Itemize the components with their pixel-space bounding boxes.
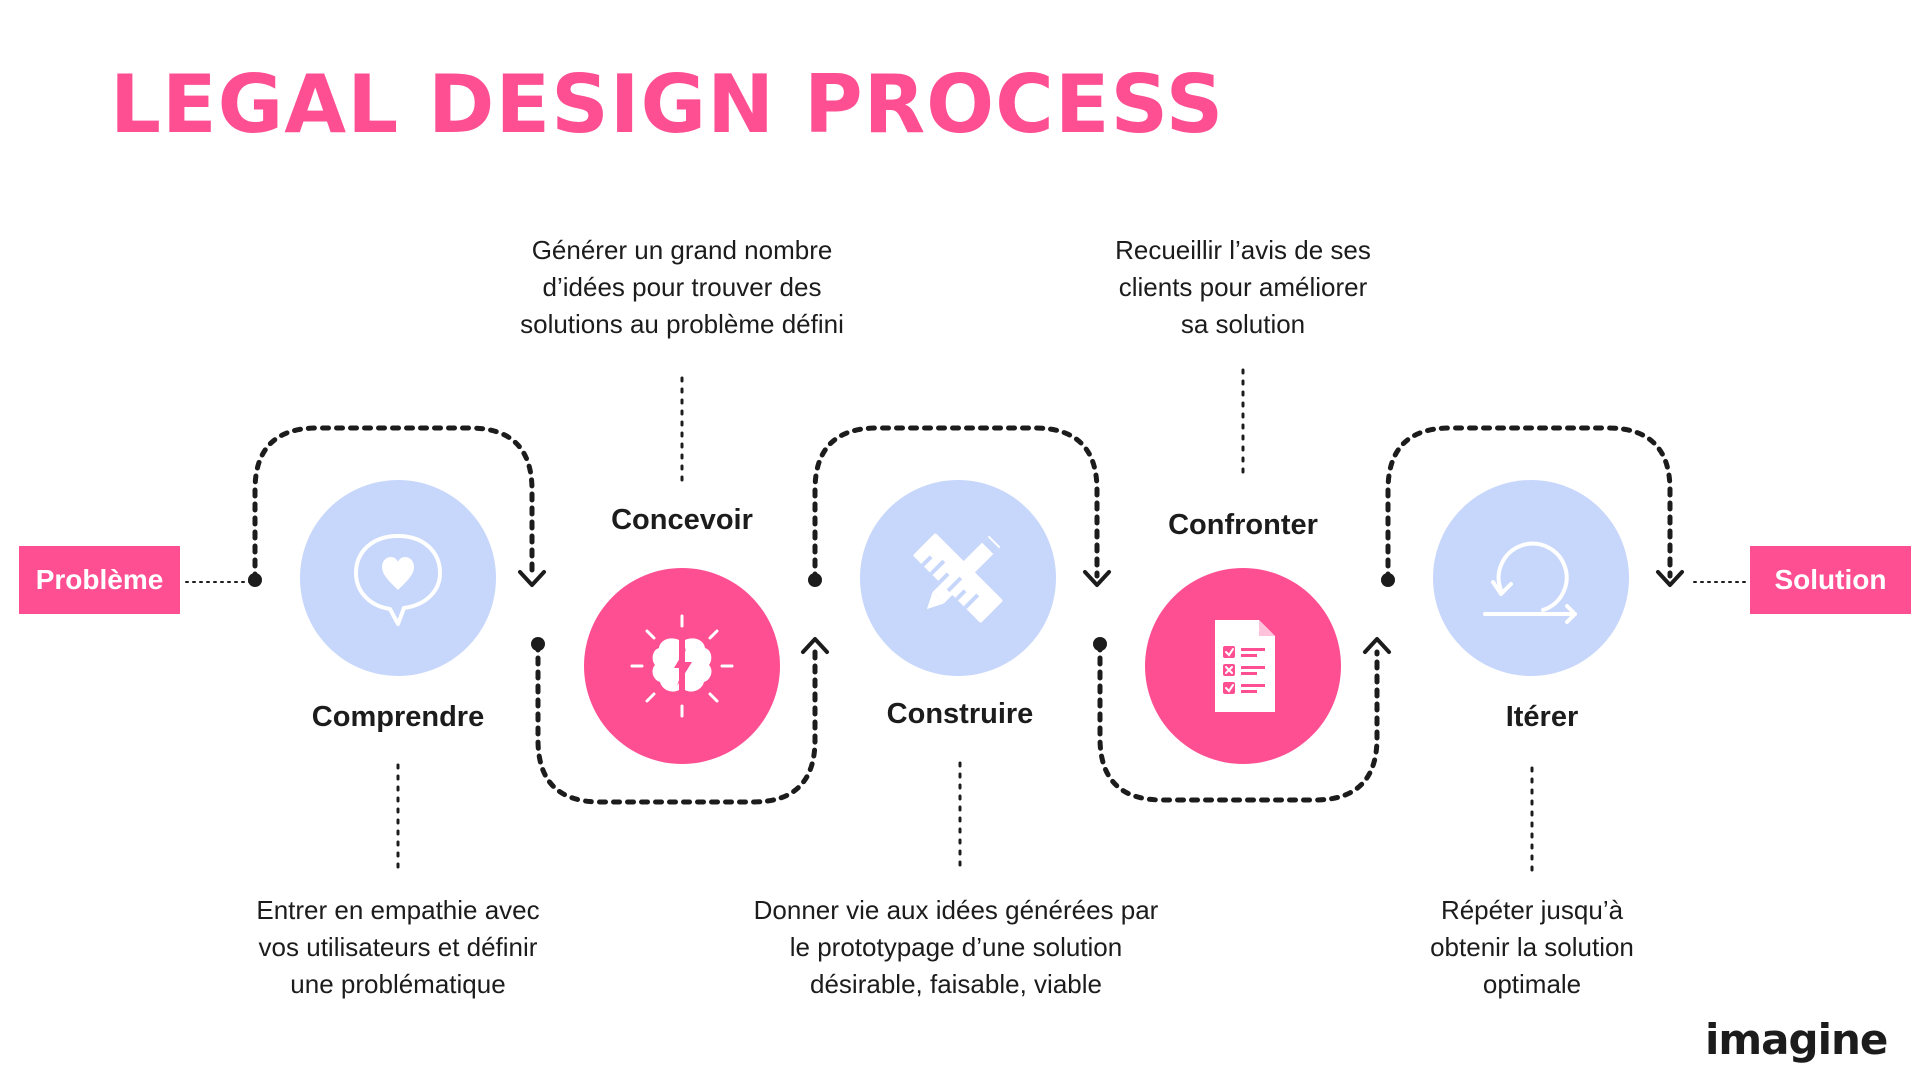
step-description-confronter: Recueillir l’avis de ses clients pour am…: [1115, 235, 1371, 339]
start-dot-4: [1093, 637, 1107, 651]
page-title: LEGAL DESIGN PROCESS: [110, 58, 1225, 151]
step-label-construire: Construire: [886, 698, 1034, 730]
arrow-up-1: [801, 637, 829, 654]
step-description-construire: Donner vie aux idées générées par le pro…: [753, 895, 1159, 999]
arrow-up-2: [1363, 637, 1391, 654]
arc-bottom-1: [535, 641, 818, 805]
step-label-concevoir: Concevoir: [611, 504, 753, 536]
arc-top-2: [812, 425, 1100, 583]
start-dot-3: [808, 573, 822, 587]
step-description-comprendre: Entrer en empathie avec vos utilisateurs…: [256, 895, 540, 999]
arrow-down-3: [1656, 570, 1684, 587]
arrow-down-1: [518, 570, 546, 587]
problem-label: Problème: [19, 546, 180, 614]
arrow-down-2: [1083, 570, 1111, 587]
heart-speech-bubble-icon: [354, 534, 442, 626]
step-label-iterer: Itérer: [1505, 701, 1579, 733]
ruler-pencil-icon: [913, 533, 1003, 623]
start-dot-1: [248, 573, 262, 587]
step-description-iterer: Répéter jusqu’à obtenir la solution opti…: [1430, 895, 1634, 999]
start-dot-2: [531, 637, 545, 651]
step-confronter-circle: [1145, 568, 1341, 764]
brain-lightning-icon: [630, 614, 734, 718]
step-concevoir-circle: [584, 568, 780, 764]
arc-top-1: [252, 425, 535, 583]
step-description-concevoir: Générer un grand nombre d’idées pour tro…: [520, 235, 844, 339]
solution-label: Solution: [1750, 546, 1911, 614]
checklist-document-icon: [1215, 620, 1275, 712]
imagine-logo: imagine: [1705, 1015, 1888, 1064]
step-construire-circle: [860, 480, 1056, 676]
start-dot-5: [1381, 573, 1395, 587]
arc-bottom-2: [1097, 641, 1380, 803]
step-label-comprendre: Comprendre: [311, 701, 485, 733]
step-label-confronter: Confronter: [1168, 509, 1318, 541]
iteration-loop-icon: [1483, 541, 1577, 624]
arc-top-3: [1385, 425, 1673, 583]
step-comprendre-circle: [300, 480, 496, 676]
step-iterer-circle: [1433, 480, 1629, 676]
